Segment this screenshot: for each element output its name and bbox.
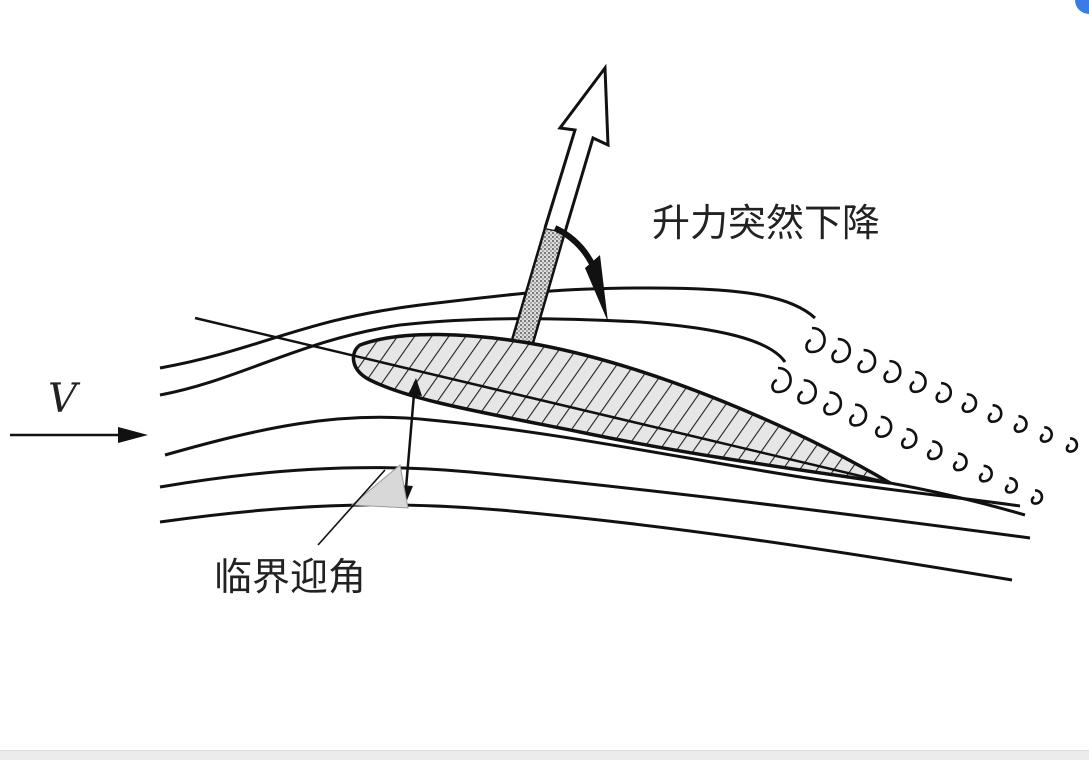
angle-arrowhead-top [408, 378, 422, 396]
angle-arrow [403, 381, 417, 501]
lift-arrow-hollow [543, 63, 610, 233]
streamline-2 [159, 317, 787, 397]
airfoil [351, 332, 891, 485]
vortex-curl [926, 440, 943, 461]
chord-line [194, 316, 891, 485]
bottom-bar [0, 750, 1089, 760]
vortex-curl [1013, 415, 1028, 433]
vortex-curl [978, 464, 993, 483]
streamline-1 [159, 286, 817, 370]
critical-angle-label: 临界迎角 [214, 555, 367, 599]
streamline-4 [159, 466, 1031, 540]
angle-wedge [350, 464, 409, 509]
vortex-curl [961, 392, 978, 414]
vortex-curl [952, 452, 968, 472]
vortex-curl [797, 378, 818, 405]
velocity-arrowhead [118, 427, 148, 443]
vortex-curl [857, 348, 877, 374]
streamline-5 [159, 503, 1013, 582]
vortex-curl [909, 370, 927, 394]
lift-arrow-stippled [510, 226, 567, 345]
lift-drop-label: 升力突然下降 [652, 201, 881, 245]
wake-vortices [771, 326, 1079, 505]
vortex-curl [883, 359, 902, 384]
vortex-curl [831, 337, 852, 364]
vortex-curl [823, 391, 843, 416]
streamline-6 [889, 481, 1026, 517]
angle-leader-line [317, 469, 386, 546]
velocity-label: V [48, 376, 77, 422]
lift-drop-arrowhead [585, 255, 608, 322]
streamlines [159, 286, 1031, 582]
streamline-3 [164, 415, 1021, 508]
vortex-curl [1065, 437, 1079, 453]
vortex-curl [1004, 476, 1019, 494]
vortex-curl [849, 403, 868, 427]
vortex-curl [1030, 489, 1044, 505]
vortex-curl [874, 415, 893, 438]
vortex-curl [900, 427, 918, 450]
vortex-curl [771, 366, 792, 394]
vortex-curl [805, 326, 826, 354]
vortex-curl [935, 381, 953, 404]
vortex-curl [1039, 426, 1053, 443]
vortex-curl [987, 403, 1003, 424]
